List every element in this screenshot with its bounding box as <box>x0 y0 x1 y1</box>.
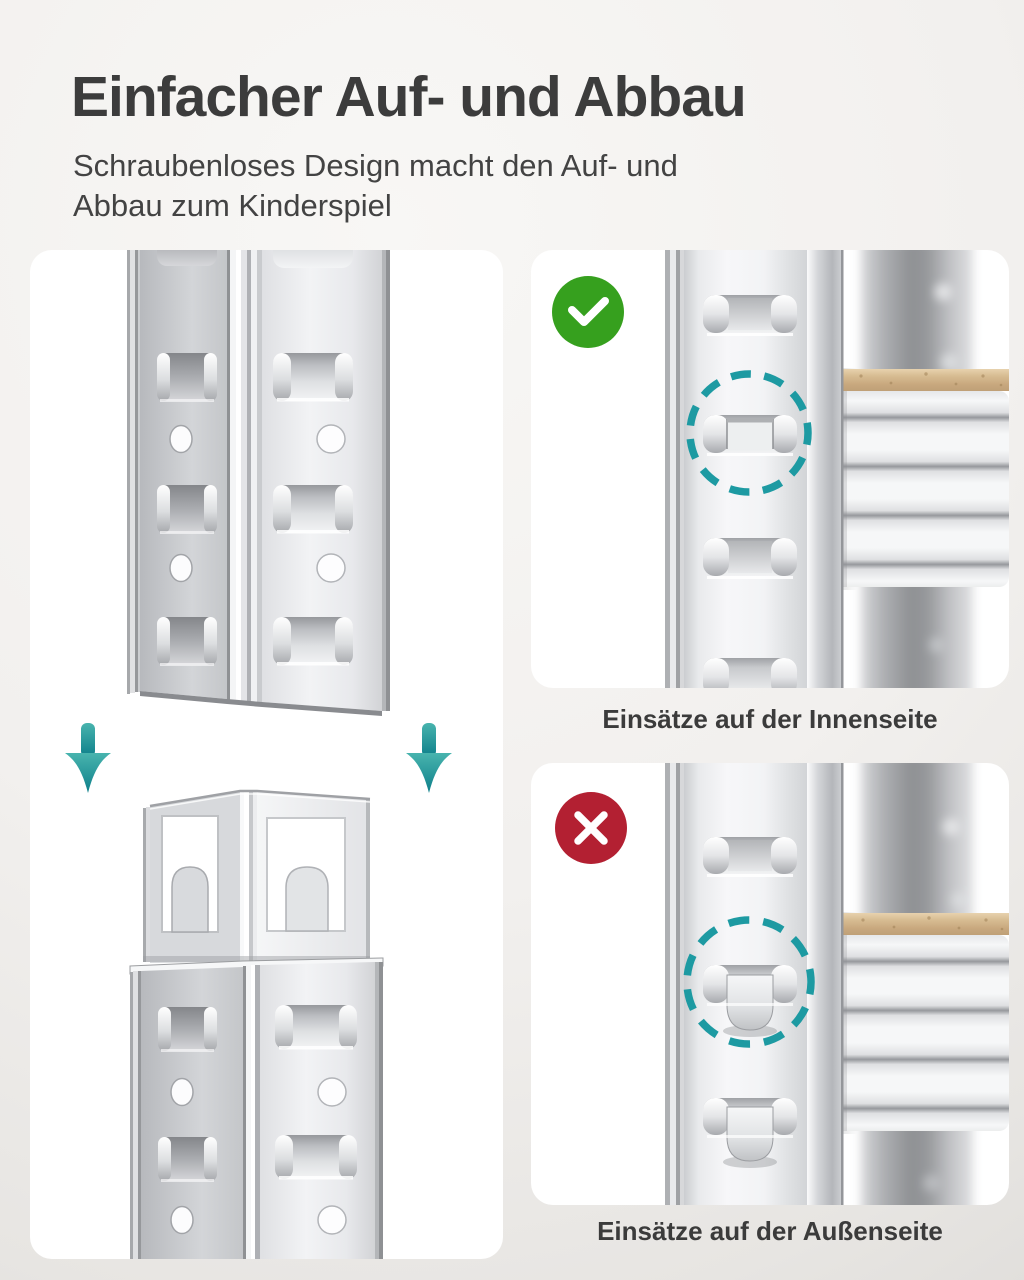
correct-example-photo <box>665 250 1009 688</box>
post-closeup <box>665 250 844 688</box>
protruding-insert-slot <box>703 965 797 1037</box>
correct-example-panel <box>531 250 1009 688</box>
highlight-dashed-circle <box>686 370 812 496</box>
incorrect-caption: Einsätze auf der Außenseite <box>597 1216 943 1246</box>
post-closeup <box>665 763 844 1205</box>
correct-caption: Einsätze auf der Innenseite <box>602 704 938 734</box>
page-subtitle: Schraubenloses Design macht den Auf- und… <box>73 146 678 226</box>
incorrect-example-panel <box>531 763 1009 1205</box>
wood-speckles <box>861 916 1004 931</box>
incorrect-example-photo <box>665 763 1009 1205</box>
right-face-cutouts <box>273 250 353 666</box>
check-icon <box>552 276 624 348</box>
subtitle-line-2: Abbau zum Kinderspiel <box>73 188 392 223</box>
assembly-illustration <box>65 250 452 1259</box>
upper-post-illustration <box>127 250 390 716</box>
connector-sleeve <box>143 789 371 963</box>
outer-post <box>129 957 384 1259</box>
shelf-closeup <box>829 912 1009 1134</box>
down-arrow-right-icon <box>406 723 452 793</box>
wood-speckles <box>859 372 1003 387</box>
highlight-dashed-circle <box>683 916 815 1048</box>
page-title: Einfacher Auf- und Abbau <box>71 65 747 129</box>
left-face-cutouts <box>157 250 217 666</box>
lower-post-illustration <box>129 789 384 1259</box>
flush-insert-slot <box>703 415 797 456</box>
down-arrow-left-icon <box>65 723 111 793</box>
cross-icon <box>555 792 627 864</box>
assembly-steps-panel <box>30 250 503 1259</box>
subtitle-line-1: Schraubenloses Design macht den Auf- und <box>73 148 678 183</box>
protruding-insert-slot <box>703 1098 797 1168</box>
shelf-closeup <box>829 368 1009 590</box>
